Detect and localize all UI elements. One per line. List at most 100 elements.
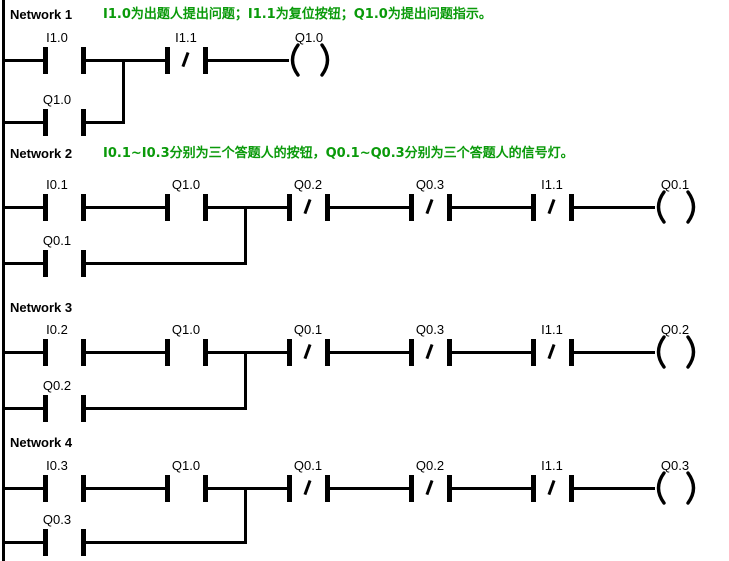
contact-bar-left	[165, 339, 170, 366]
coil-label: Q0.1	[660, 177, 690, 192]
contact-bar-left	[43, 395, 48, 422]
contact-bar-left	[165, 475, 170, 502]
left-power-rail	[2, 0, 5, 561]
coil-label: Q0.3	[660, 458, 690, 473]
contact-label: I0.3	[46, 458, 68, 473]
contact-bar-right	[447, 339, 452, 366]
contact-label: I1.1	[541, 177, 563, 192]
branch-junction-wire	[244, 352, 247, 410]
branch-wire-segment	[86, 407, 247, 410]
contact-label: Q0.1	[293, 458, 323, 473]
branch-wire-segment	[2, 541, 43, 544]
wire-segment	[2, 206, 43, 209]
contact-bar-left	[409, 339, 414, 366]
nc-slash-icon	[303, 344, 311, 359]
coil-label: Q1.0	[294, 30, 324, 45]
nc-slash-icon	[425, 480, 433, 495]
contact-bar-left	[43, 339, 48, 366]
branch-wire-segment	[2, 407, 43, 410]
coil-parentheses-icon	[290, 43, 330, 77]
contact-bar-right	[325, 475, 330, 502]
contact-bar-left	[165, 47, 170, 74]
contact-bar-right	[325, 194, 330, 221]
wire-segment	[2, 351, 43, 354]
nc-slash-icon	[547, 199, 555, 214]
wire-segment	[330, 487, 409, 490]
contact-bar-right	[81, 194, 86, 221]
contact-bar-left	[43, 47, 48, 74]
nc-slash-icon	[425, 344, 433, 359]
contact-bar-right	[325, 339, 330, 366]
contact-bar-right	[569, 194, 574, 221]
nc-slash-icon	[547, 480, 555, 495]
contact-bar-right	[203, 47, 208, 74]
contact-bar-right	[203, 339, 208, 366]
branch-wire-segment	[2, 262, 43, 265]
branch-wire-segment	[86, 121, 125, 124]
wire-segment	[208, 487, 287, 490]
network-title: Network 2	[10, 146, 73, 161]
network-comment: I1.0为出题人提出问题；I1.1为复位按钮；Q1.0为提出问题指示。	[103, 7, 492, 22]
wire-segment	[2, 487, 43, 490]
contact-bar-right	[81, 475, 86, 502]
contact-bar-right	[447, 194, 452, 221]
contact-label: Q0.3	[415, 322, 445, 337]
contact-bar-left	[43, 109, 48, 136]
nc-slash-icon	[303, 480, 311, 495]
wire-segment	[574, 351, 655, 354]
contact-label: Q0.1	[42, 233, 72, 248]
contact-bar-left	[287, 339, 292, 366]
contact-label: Q1.0	[171, 458, 201, 473]
contact-bar-left	[43, 250, 48, 277]
contact-label: I1.1	[175, 30, 197, 45]
contact-bar-left	[409, 194, 414, 221]
wire-segment	[452, 206, 531, 209]
contact-label: Q1.0	[42, 92, 72, 107]
contact-bar-right	[203, 475, 208, 502]
branch-wire-segment	[86, 541, 247, 544]
wire-segment	[574, 487, 655, 490]
contact-label: Q1.0	[171, 177, 201, 192]
branch-wire-segment	[2, 121, 43, 124]
wire-segment	[86, 59, 165, 62]
nc-slash-icon	[547, 344, 555, 359]
contact-bar-left	[409, 475, 414, 502]
wire-segment	[86, 206, 165, 209]
contact-bar-left	[43, 475, 48, 502]
contact-label: Q0.2	[42, 378, 72, 393]
coil-parentheses-icon	[656, 471, 696, 505]
contact-label: I1.0	[46, 30, 68, 45]
contact-bar-right	[81, 529, 86, 556]
contact-label: Q0.3	[42, 512, 72, 527]
nc-slash-icon	[181, 52, 189, 67]
wire-segment	[208, 59, 289, 62]
contact-bar-left	[43, 194, 48, 221]
contact-bar-right	[203, 194, 208, 221]
wire-segment	[330, 206, 409, 209]
network-title: Network 4	[10, 435, 73, 450]
wire-segment	[2, 59, 43, 62]
contact-bar-left	[165, 194, 170, 221]
contact-bar-left	[531, 475, 536, 502]
contact-bar-left	[43, 529, 48, 556]
coil-label: Q0.2	[660, 322, 690, 337]
coil-parentheses-icon	[656, 335, 696, 369]
contact-bar-right	[81, 395, 86, 422]
contact-label: I0.1	[46, 177, 68, 192]
wire-segment	[452, 351, 531, 354]
contact-label: Q1.0	[171, 322, 201, 337]
contact-bar-right	[81, 250, 86, 277]
branch-junction-wire	[244, 207, 247, 265]
branch-junction-wire	[122, 60, 125, 124]
contact-label: Q0.3	[415, 177, 445, 192]
contact-bar-right	[447, 475, 452, 502]
wire-segment	[86, 351, 165, 354]
network-title: Network 1	[10, 7, 73, 22]
contact-bar-left	[287, 194, 292, 221]
wire-segment	[86, 487, 165, 490]
contact-label: I0.2	[46, 322, 68, 337]
wire-segment	[208, 206, 287, 209]
wire-segment	[330, 351, 409, 354]
contact-label: Q0.1	[293, 322, 323, 337]
contact-label: Q0.2	[415, 458, 445, 473]
